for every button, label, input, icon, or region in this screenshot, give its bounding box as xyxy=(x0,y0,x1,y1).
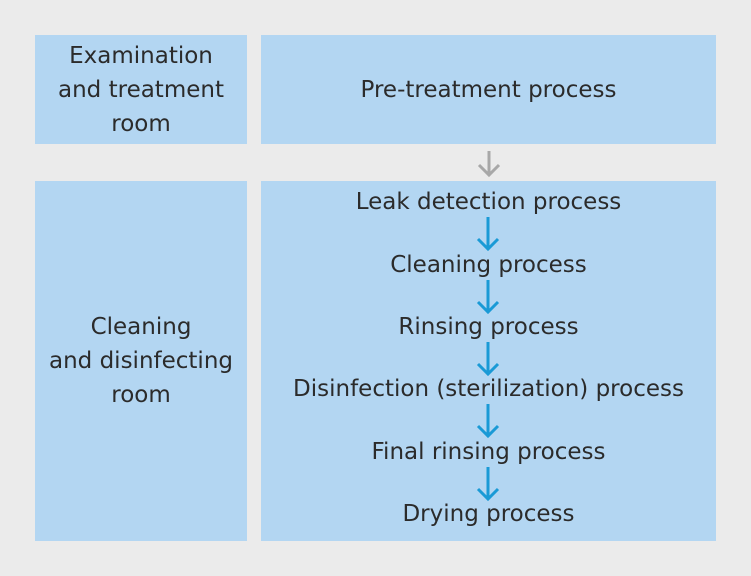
step-rinsing: Rinsing process xyxy=(398,314,579,340)
cleaning-room-label: Cleaning and disinfecting room xyxy=(49,314,233,408)
process-steps-box: Leak detection process Cleaning process … xyxy=(261,181,716,541)
step-leak-detection: Leak detection process xyxy=(355,189,622,215)
pre-treatment-box: Pre-treatment process xyxy=(261,35,716,144)
step-cleaning: Cleaning process xyxy=(390,252,587,278)
blue-arrow-4 xyxy=(476,404,500,439)
step-final-rinsing: Final rinsing process xyxy=(371,439,606,465)
blue-arrow-3 xyxy=(476,342,500,377)
blue-arrow-5 xyxy=(476,467,500,502)
gray-down-arrow xyxy=(477,151,501,178)
blue-arrow-2 xyxy=(476,280,500,315)
examination-room-box: Examination and treatment room xyxy=(35,35,247,144)
cleaning-room-box: Cleaning and disinfecting room xyxy=(35,181,247,541)
pre-treatment-label: Pre-treatment process xyxy=(360,76,617,103)
step-drying: Drying process xyxy=(402,501,575,527)
blue-arrow-1 xyxy=(476,217,500,252)
examination-room-label: Examination and treatment room xyxy=(58,42,224,137)
step-disinfection: Disinfection (sterilization) process xyxy=(293,376,684,402)
